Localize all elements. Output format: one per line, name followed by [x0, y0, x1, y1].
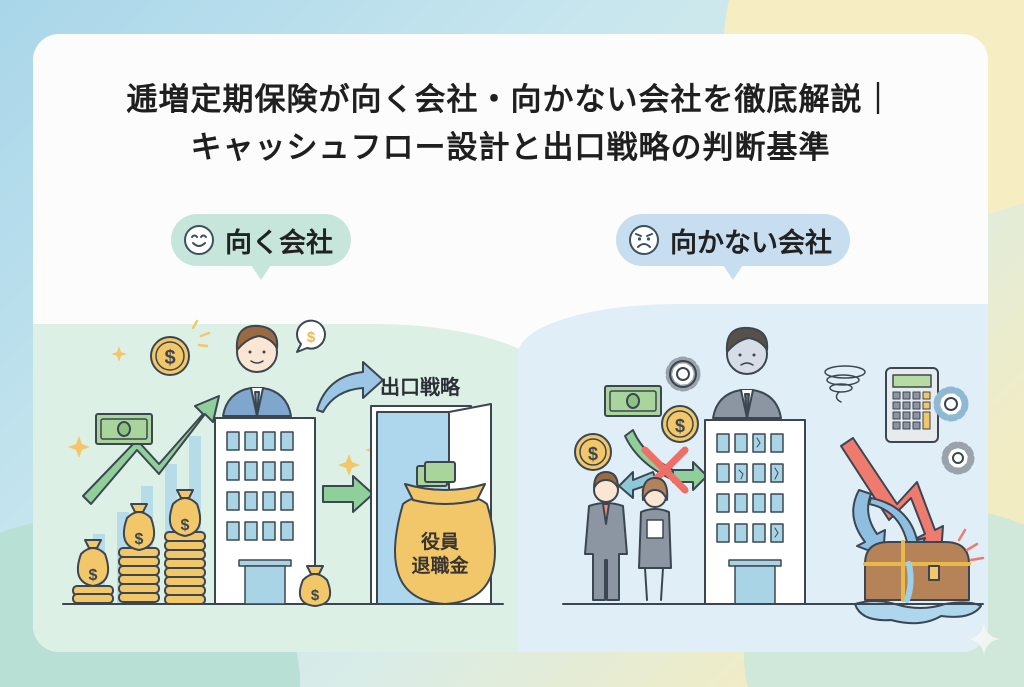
- happy-businessman-icon: [222, 324, 292, 417]
- gold-coin-left-icon: $: [574, 433, 612, 471]
- exit-strategy-label: 出口戦略: [380, 375, 460, 399]
- money-bag-stack-medium: $: [118, 503, 160, 603]
- illustration-scene: $ $: [62, 319, 985, 625]
- leaking-treasure-chest-icon: [854, 528, 985, 625]
- blocked-cashflow-arrows-icon: [618, 429, 708, 499]
- right-arrow-icon: [322, 475, 374, 513]
- banknote-right-icon: [604, 385, 662, 417]
- gold-coin-right-icon: $: [661, 405, 699, 443]
- retirement-money-bag-icon: [394, 461, 496, 605]
- svg-text:$: $: [89, 567, 98, 584]
- gear-icon-calculator: [933, 386, 969, 422]
- retirement-bag-label: 役員 退職金: [395, 530, 485, 578]
- money-bag-stack-small: $: [72, 539, 114, 604]
- bag-label-line1: 役員: [420, 531, 459, 553]
- worried-businessman-icon: [712, 326, 782, 419]
- gold-coin-icon: $: [150, 319, 211, 376]
- smile-face-icon: [184, 225, 214, 255]
- tornado-icon: [824, 365, 866, 403]
- growth-arrow-icon: [82, 395, 220, 505]
- svg-text:$: $: [164, 347, 175, 369]
- curved-exit-arrow-icon: [316, 361, 384, 413]
- svg-text:$: $: [311, 587, 320, 604]
- gear-icon-top: [665, 356, 701, 392]
- corner-sparkle-icon: [968, 623, 1000, 655]
- worried-face-icon: [629, 225, 659, 255]
- calculator-icon: [885, 367, 939, 443]
- suitable-company-label: 向く会社: [225, 227, 333, 259]
- svg-text:$: $: [588, 444, 598, 464]
- svg-text:$: $: [675, 416, 685, 436]
- female-employee-icon: [638, 477, 672, 601]
- speech-bubble-dollar-icon: $: [295, 319, 326, 353]
- infographic-card: 逓増定期保険が向く会社・向かない会社を徹底解説｜ キャッシュフロー設計と出口戦略…: [33, 34, 988, 652]
- title-line-1: 逓増定期保険が向く会社・向かない会社を徹底解説｜: [126, 82, 895, 118]
- money-bag-stack-large: $: [164, 489, 206, 605]
- svg-text:$: $: [181, 517, 190, 534]
- page-title: 逓増定期保険が向く会社・向かない会社を徹底解説｜ キャッシュフロー設計と出口戦略…: [33, 76, 988, 172]
- suitable-company-badge: 向く会社: [171, 214, 351, 280]
- bag-label-line2: 退職金: [411, 555, 469, 577]
- banknote-icon: [95, 413, 153, 445]
- unsuitable-company-badge: 向かない会社: [616, 214, 850, 280]
- unsuitable-company-label: 向かない会社: [670, 227, 832, 259]
- svg-text:$: $: [307, 329, 316, 346]
- gear-icon-bottom: [941, 441, 975, 475]
- office-building-left-icon: [214, 417, 316, 605]
- svg-text:$: $: [135, 531, 144, 548]
- male-employee-icon: [584, 471, 628, 601]
- cracked-office-building-icon: [704, 419, 806, 605]
- money-bag-small-ground: $: [299, 565, 331, 607]
- title-line-2: キャッシュフロー設計と出口戦略の判断基準: [190, 130, 831, 166]
